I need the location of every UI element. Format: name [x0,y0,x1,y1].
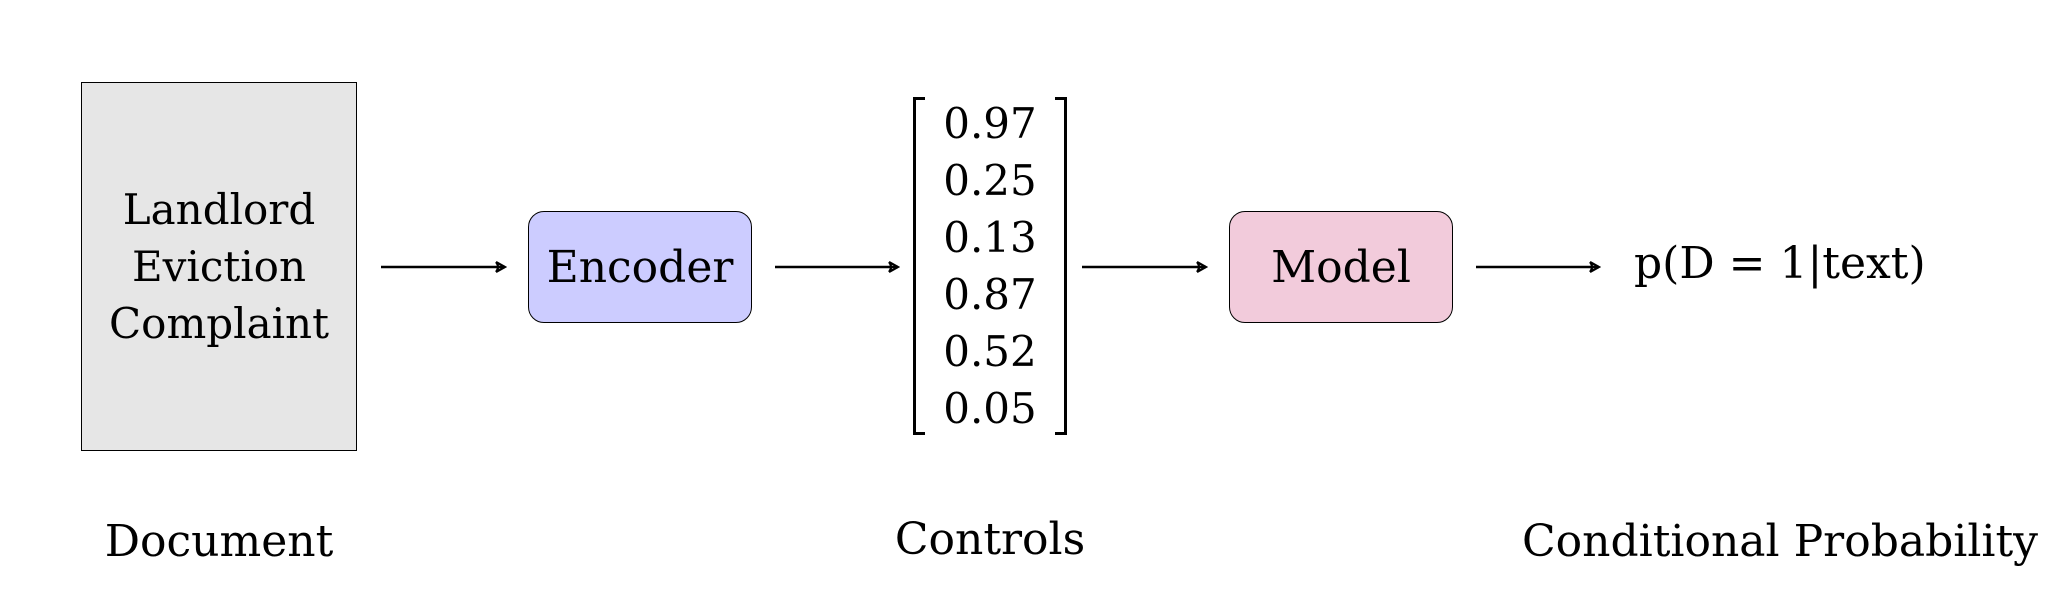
document-text-line: Complaint [109,299,329,348]
vector-value: 0.97 [943,99,1037,148]
vector-value: 0.25 [943,156,1037,205]
vector-value: 0.05 [943,384,1037,433]
vector-value: 0.87 [943,270,1037,319]
document-box: Landlord Eviction Complaint [81,82,357,451]
vector-value: 0.52 [943,327,1037,376]
document-text-line: Landlord [122,185,316,234]
encoder-box: Encoder [528,211,752,323]
document-text-line: Eviction [132,242,306,291]
vector-value: 0.13 [943,213,1037,262]
model-label: Model [1271,241,1411,293]
vector-values: 0.97 0.25 0.13 0.87 0.52 0.05 [913,97,1067,435]
document-caption: Document [104,516,334,567]
right-bracket [1055,97,1067,435]
left-bracket [913,97,925,435]
model-box: Model [1229,211,1453,323]
encoder-label: Encoder [546,241,734,293]
controls-vector: 0.97 0.25 0.13 0.87 0.52 0.05 [913,97,1067,435]
conditional-probability-caption: Conditional Probability [1521,516,2039,567]
controls-caption: Controls [894,514,1086,565]
probability-expression: p(D = 1|text) [1634,238,1926,289]
